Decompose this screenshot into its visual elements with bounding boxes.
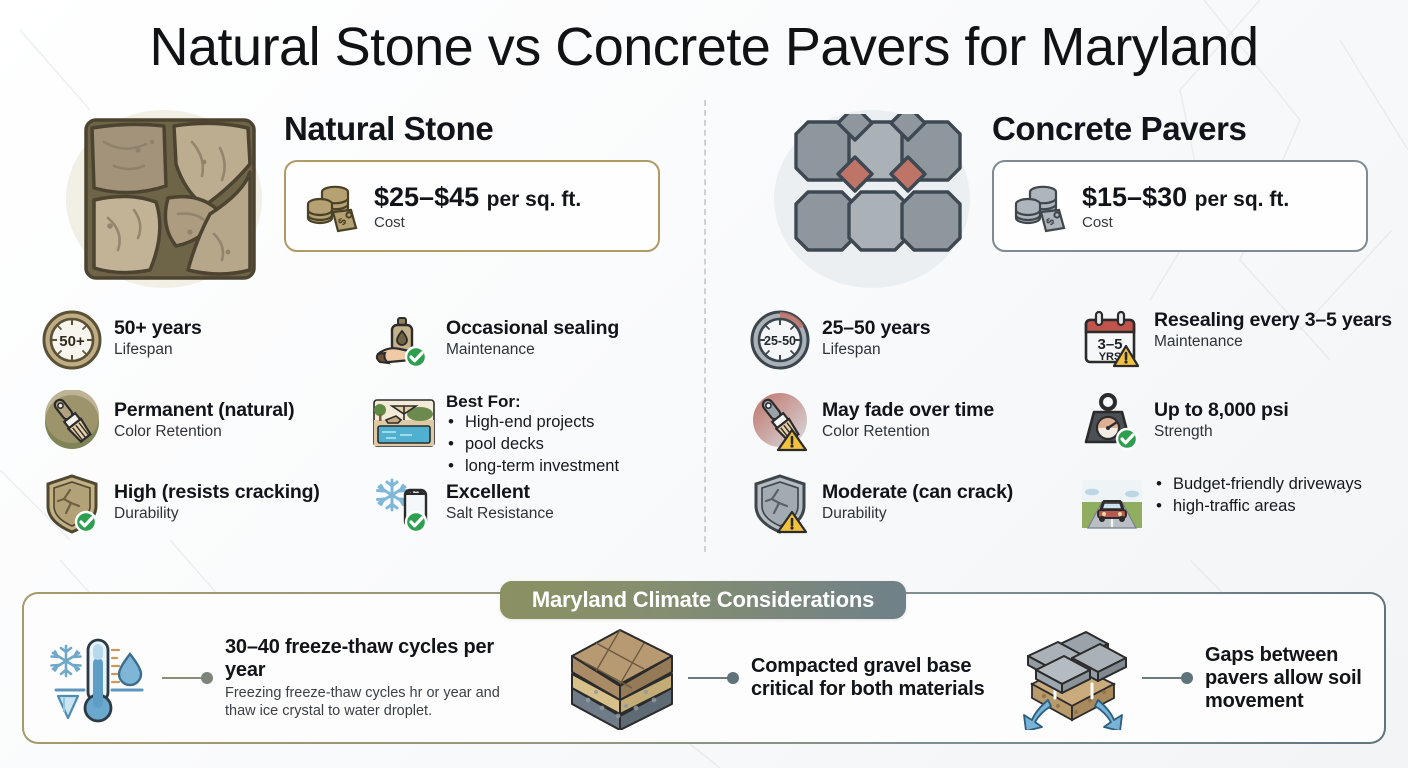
clock-icon-text: 25-50 bbox=[764, 334, 796, 348]
calendar-unit-text: YRS bbox=[1099, 351, 1122, 363]
best-for-list: Budget-friendly driveways high-traffic a… bbox=[1154, 473, 1362, 518]
climate-main: 30–40 freeze-thaw cycles per year bbox=[225, 636, 495, 682]
feature-sub: Salt Resistance bbox=[446, 504, 554, 522]
cost-label: Cost bbox=[374, 213, 405, 231]
feature-strength: Up to 8,000 psi Strength bbox=[1080, 390, 1398, 472]
gravel-base-layers-icon bbox=[571, 629, 673, 730]
feature-best-for: Best For: High-end projects pool decks l… bbox=[372, 390, 690, 478]
cost-value: $15–$30 bbox=[1082, 182, 1188, 213]
pavers-soil-movement-icon bbox=[1023, 631, 1127, 730]
feature-main: Occasional sealing bbox=[446, 317, 620, 339]
feature-maintenance: Occasional sealing Maintenance bbox=[372, 308, 690, 390]
feature-best-for: Budget-friendly driveways high-traffic a… bbox=[1080, 472, 1398, 554]
feature-sub: Maintenance bbox=[446, 340, 535, 358]
svg-text:$: $ bbox=[336, 216, 349, 227]
list-item: pool decks bbox=[446, 433, 619, 456]
feature-lifespan: 50+ 50+ years Lifespan bbox=[40, 308, 372, 390]
feature-maintenance: 3–5 YRS Resealing every 3–5 years Mainte… bbox=[1080, 308, 1398, 390]
list-item: High-end projects bbox=[446, 411, 619, 434]
page-title: Natural Stone vs Concrete Pavers for Mar… bbox=[149, 17, 1260, 77]
best-for-title: Best For: bbox=[446, 392, 521, 411]
clock-icon-text: 50+ bbox=[59, 333, 85, 350]
feature-sub: Lifespan bbox=[114, 340, 173, 358]
climate-main: Gaps between pavers allow soil movement bbox=[1205, 643, 1362, 712]
concrete-pavers-features: 25-50 25–50 years Lifespan 3–5 bbox=[748, 308, 1398, 554]
feature-durability: High (resists cracking) Durability bbox=[40, 472, 372, 554]
climate-banner-title: Maryland Climate Considerations bbox=[500, 581, 906, 619]
feature-sub: Lifespan bbox=[822, 340, 881, 358]
concrete-pavers-column: Concrete Pavers $ $15–$30 per sq bbox=[708, 96, 1408, 566]
car-driveway-icon bbox=[1082, 480, 1142, 529]
paintbrush-fade-icon bbox=[753, 393, 808, 452]
natural-stone-heading: Natural Stone bbox=[284, 110, 494, 147]
natural-stone-hero bbox=[58, 104, 274, 294]
climate-sub: Freezing freeze-thaw cycles hr or year a… bbox=[225, 685, 500, 719]
feature-main: 50+ years bbox=[114, 317, 202, 339]
list-item: high-traffic areas bbox=[1154, 495, 1362, 518]
clock-lifespan-icon: 25-50 bbox=[750, 310, 810, 370]
feature-color-retention: May fade over time Color Retention bbox=[748, 390, 1080, 472]
calendar-range-text: 3–5 bbox=[1097, 336, 1122, 353]
connector-line bbox=[1142, 672, 1193, 684]
column-divider bbox=[704, 100, 706, 552]
feature-lifespan: 25-50 25–50 years Lifespan bbox=[748, 308, 1080, 390]
feature-main: May fade over time bbox=[822, 399, 994, 421]
coins-price-tag-icon: $ bbox=[306, 185, 358, 233]
paintbrush-icon bbox=[45, 389, 99, 449]
feature-main: 25–50 years bbox=[822, 317, 931, 339]
cost-unit: per sq. ft. bbox=[486, 188, 582, 212]
feature-sub: Maintenance bbox=[1154, 332, 1243, 350]
natural-stone-features: 50+ 50+ years Lifespan bbox=[40, 308, 690, 554]
feature-main: Permanent (natural) bbox=[114, 399, 295, 421]
connector-line bbox=[162, 672, 213, 684]
pool-deck-icon bbox=[373, 399, 435, 447]
feature-main: Moderate (can crack) bbox=[822, 481, 1014, 503]
shield-cracked-icon bbox=[754, 474, 808, 534]
feature-durability: Moderate (can crack) Durability bbox=[748, 472, 1080, 554]
climate-item-freeze-thaw: 30–40 freeze-thaw cycles per year Freezi… bbox=[22, 614, 522, 742]
best-for-list: High-end projects pool decks long-term i… bbox=[446, 411, 619, 478]
list-item: Budget-friendly driveways bbox=[1154, 473, 1362, 496]
calendar-icon: 3–5 YRS bbox=[1084, 310, 1140, 368]
feature-sub: Durability bbox=[114, 504, 179, 522]
cost-label: Cost bbox=[1082, 213, 1113, 231]
thermometer-freeze-thaw-icon bbox=[50, 638, 144, 723]
climate-item-gravel-base: Compacted gravel base critical for both … bbox=[522, 614, 992, 742]
climate-main: Compacted gravel base critical for both … bbox=[751, 655, 985, 700]
concrete-paver-pattern-icon bbox=[794, 114, 962, 252]
snowflake-salt-icon bbox=[376, 478, 428, 534]
concrete-pavers-cost-card: $ $15–$30 per sq. ft. Cost bbox=[992, 160, 1368, 252]
clock-lifespan-icon: 50+ bbox=[42, 310, 102, 370]
cost-unit: per sq. ft. bbox=[1194, 188, 1290, 212]
feature-sub: Durability bbox=[822, 504, 887, 522]
coins-price-tag-icon: $ bbox=[1014, 185, 1066, 233]
climate-items: 30–40 freeze-thaw cycles per year Freezi… bbox=[22, 614, 1386, 742]
weight-gauge-icon bbox=[1084, 393, 1139, 451]
feature-main: Resealing every 3–5 years bbox=[1154, 309, 1392, 331]
connector-line bbox=[688, 672, 739, 684]
feature-main: Up to 8,000 psi bbox=[1154, 399, 1289, 421]
feature-main: Excellent bbox=[446, 481, 530, 503]
cost-value: $25–$45 bbox=[374, 182, 480, 213]
natural-stone-paving-icon bbox=[84, 118, 256, 280]
natural-stone-column: Natural Stone $ $25–$45 per sq. bbox=[0, 96, 700, 566]
list-item: long-term investment bbox=[446, 455, 619, 478]
feature-sub: Strength bbox=[1154, 422, 1213, 440]
svg-text:$: $ bbox=[1044, 216, 1057, 227]
feature-salt-resistance: Excellent Salt Resistance bbox=[372, 472, 690, 554]
feature-sub: Color Retention bbox=[822, 422, 930, 440]
concrete-pavers-heading: Concrete Pavers bbox=[992, 110, 1247, 147]
shield-cracked-icon bbox=[46, 474, 98, 534]
climate-item-soil-movement: Gaps between pavers allow soil movement bbox=[992, 614, 1386, 742]
natural-stone-cost-card: $ $25–$45 per sq. ft. Cost bbox=[284, 160, 660, 252]
feature-color-retention: Permanent (natural) Color Retention bbox=[40, 389, 372, 472]
spray-bottle-hand-icon bbox=[375, 317, 428, 369]
feature-main: High (resists cracking) bbox=[114, 481, 320, 503]
feature-sub: Color Retention bbox=[114, 422, 222, 440]
concrete-pavers-hero bbox=[766, 104, 982, 294]
